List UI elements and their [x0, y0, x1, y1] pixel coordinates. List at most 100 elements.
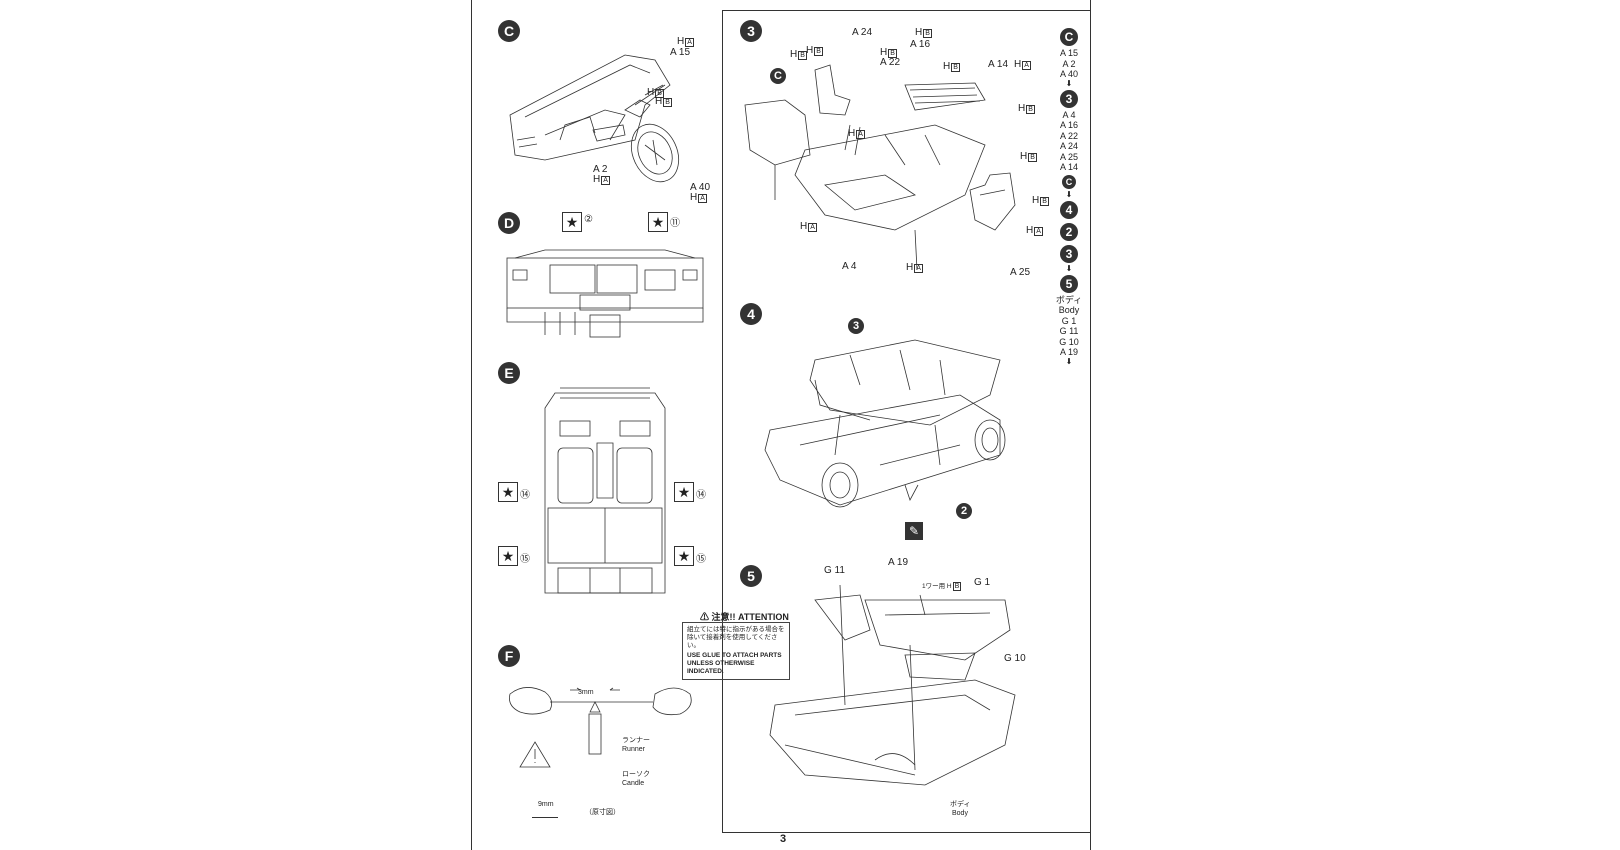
candle-label-en: Candle	[622, 780, 645, 787]
decal-number: ⑪	[670, 218, 680, 229]
down-arrow-icon: ⬇	[1065, 78, 1073, 88]
step-d-badge: D	[498, 212, 520, 234]
seq-part: A 22	[1059, 130, 1079, 141]
step-box-top	[722, 10, 1090, 11]
attention-jp: 組立てには特に指示がある場合を除いて接着剤を使用してください。	[687, 626, 785, 649]
decal-number: ⑭	[520, 490, 530, 501]
dimension-3mm: 3mm	[578, 689, 594, 696]
interior-tub-drawing	[744, 64, 1016, 270]
seq-part: Body	[1058, 305, 1080, 315]
seq-badge-3: 3	[1060, 89, 1078, 108]
decal-star-icon: ★	[498, 482, 518, 502]
down-arrow-icon: ⬇	[1065, 263, 1073, 273]
decal-star-icon: ★	[674, 482, 694, 502]
runner-label-jp: ランナー	[622, 737, 650, 744]
attention-box: 組立てには特に指示がある場合を除いて接着剤を使用してください。 USE GLUE…	[682, 622, 790, 680]
part-a22: A 22	[880, 57, 901, 68]
scale-bar	[532, 817, 558, 818]
seq-badge-3b: 3	[1060, 244, 1078, 263]
step-box-bottom	[722, 832, 1090, 833]
step-f-badge: F	[498, 645, 520, 667]
seq-part: G 1	[1061, 315, 1077, 326]
page-number: 3	[780, 833, 787, 845]
seq-part: A 14	[1059, 162, 1079, 172]
part-a25: A 25	[1010, 267, 1031, 278]
step-4-ref-3: 3	[848, 318, 864, 334]
seq-part: A 2	[1062, 58, 1076, 69]
seq-part: A 24	[1059, 141, 1079, 151]
dashboard-front-view	[506, 249, 704, 338]
decal-star-icon: ★	[674, 546, 694, 566]
down-arrow-icon: ⬇	[1065, 189, 1073, 199]
seq-part: A 19	[1059, 347, 1079, 357]
scale-label: 9mm	[538, 801, 554, 808]
part-a40: A 40	[690, 182, 711, 193]
decal-star-icon: ★	[498, 546, 518, 566]
seq-part: A 16	[1059, 120, 1079, 130]
seq-part: ボディ	[1055, 294, 1083, 305]
part-a2: A 2	[593, 164, 608, 175]
warning-icon: ⚠	[700, 612, 710, 622]
body-glass-drawing	[769, 585, 1016, 786]
runner-label-en: Runner	[622, 746, 645, 753]
part-a15: A 15	[670, 47, 691, 58]
step-box-left	[722, 10, 723, 832]
candle-label-jp: ローソク	[622, 771, 650, 778]
interior-top-view	[544, 387, 666, 594]
step-3-badge: 3	[740, 20, 762, 42]
seq-badge-4: 4	[1060, 200, 1078, 219]
seq-part: G 11	[1059, 326, 1079, 336]
left-page-edge	[471, 0, 472, 850]
seq-part: A 25	[1059, 151, 1079, 162]
step-4-ref-2: 2	[956, 503, 972, 519]
part-a14: A 14	[988, 59, 1009, 70]
seq-part: A 40	[1059, 69, 1079, 79]
step-3-ref-c: C	[770, 68, 786, 84]
glue-brush-icon: ✎	[905, 522, 923, 540]
decal-number: ⑮	[696, 554, 706, 565]
decal-number: ②	[584, 214, 593, 225]
step-4-badge: 4	[740, 303, 762, 325]
decal-star-icon: ★	[648, 212, 668, 232]
seq-badge-5: 5	[1060, 274, 1078, 293]
seq-part: A 4	[1062, 109, 1076, 120]
right-page-edge	[1090, 0, 1091, 850]
seq-badge-c: C	[1060, 28, 1078, 46]
part-g11: G 11	[824, 565, 845, 576]
part-a19: A 19	[888, 557, 909, 568]
attention-en: USE GLUE TO ATTACH PARTS UNLESS OTHERWIS…	[687, 652, 782, 675]
seq-part: A 15	[1059, 48, 1079, 58]
part-g10: G 10	[1004, 653, 1026, 664]
scale-caption: （原寸図）	[585, 809, 620, 816]
part-g1: G 1	[974, 577, 991, 588]
attention-title: ⚠ 注意!! ATTENTION	[700, 612, 789, 622]
step-c-badge: C	[498, 20, 520, 42]
part-a16: A 16	[910, 39, 931, 50]
part-a24: A 24	[852, 27, 873, 38]
body-label-en: Body	[952, 810, 968, 817]
down-arrow-icon: ⬇	[1065, 356, 1073, 366]
seq-part: G 10	[1059, 336, 1079, 347]
decal-number: ⑭	[696, 490, 706, 501]
stretching-sprue-drawing	[509, 687, 692, 768]
chassis-assembly-drawing	[764, 339, 1006, 508]
step-5-badge: 5	[740, 565, 762, 587]
